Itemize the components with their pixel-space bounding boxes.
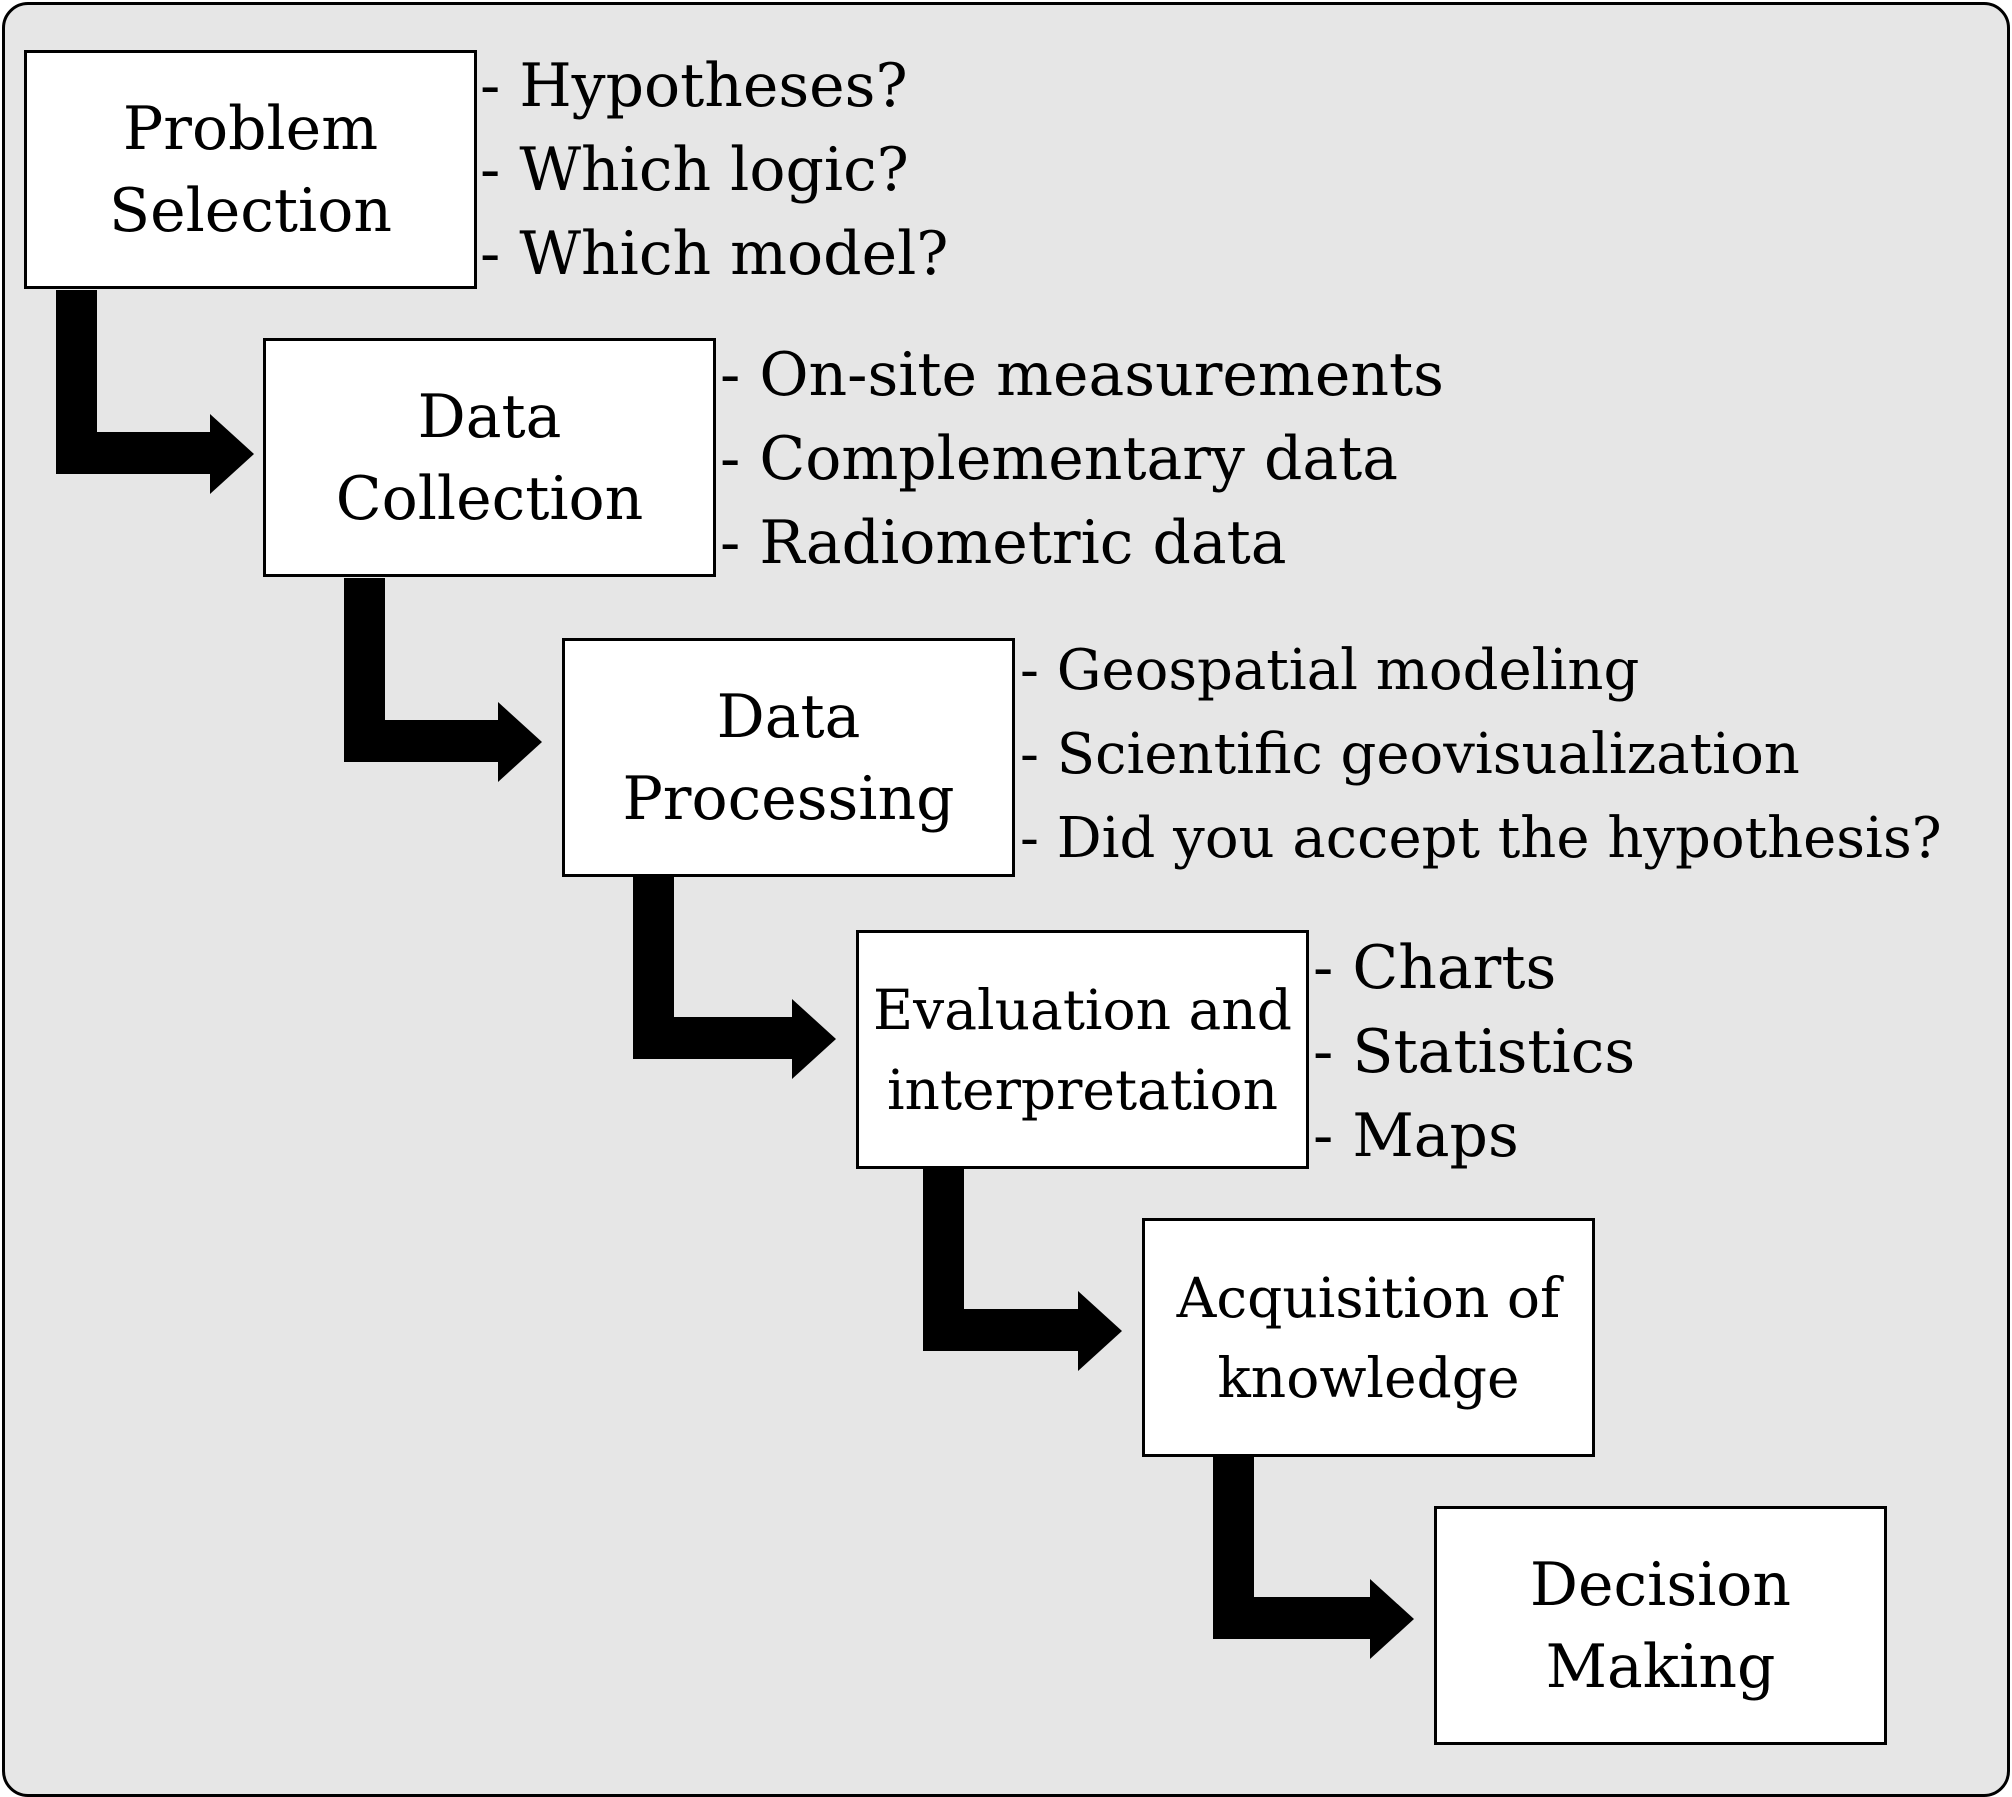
notes-data-processing: - Geospatial modeling - Scientific geovi… — [1020, 629, 1942, 881]
step-title-line: Decision — [1529, 1549, 1792, 1620]
note-item: - Which logic? — [480, 135, 909, 205]
arrow-acquisition-to-decision — [1213, 1455, 1414, 1659]
arrow-collection-to-processing — [344, 578, 542, 782]
step-title-line: Acquisition of — [1176, 1265, 1561, 1330]
step-title-line: knowledge — [1217, 1345, 1520, 1410]
step-title-line: Evaluation and — [873, 977, 1292, 1042]
note-item: - Charts — [1313, 933, 1557, 1003]
step-title-line: Making — [1545, 1631, 1776, 1702]
note-item: - Statistics — [1313, 1017, 1636, 1087]
step-box-evaluation: Evaluation and interpretation — [856, 930, 1309, 1169]
step-title-line: Processing — [622, 763, 955, 834]
step-title-line: interpretation — [886, 1057, 1279, 1122]
note-item: - Which model? — [480, 219, 949, 289]
note-item: - Did you accept the hypothesis? — [1020, 806, 1942, 871]
step-title-line: Problem — [122, 93, 379, 164]
step-box-data-collection: Data Collection — [263, 338, 716, 577]
step-title-line: Selection — [109, 175, 392, 246]
step-title-line: Data — [716, 681, 861, 752]
arrow-problem-to-collection — [56, 290, 254, 494]
note-item: - Radiometric data — [720, 508, 1287, 578]
step-title-line: Data — [417, 381, 562, 452]
notes-data-collection: - On-site measurements - Complementary d… — [720, 333, 1444, 585]
note-item: - Complementary data — [720, 424, 1399, 494]
note-item: - Scientific geovisualization — [1020, 722, 1800, 787]
step-box-problem-selection: Problem Selection — [24, 50, 477, 289]
note-item: - Maps — [1313, 1101, 1519, 1171]
notes-evaluation: - Charts - Statistics - Maps — [1313, 926, 1635, 1178]
step-box-acquisition: Acquisition of knowledge — [1142, 1218, 1595, 1457]
note-item: - Hypotheses? — [480, 51, 908, 121]
step-title-line: Collection — [335, 463, 644, 534]
note-item: - Geospatial modeling — [1020, 638, 1640, 703]
notes-problem-selection: - Hypotheses? - Which logic? - Which mod… — [480, 44, 948, 296]
step-box-data-processing: Data Processing — [562, 638, 1015, 877]
arrow-evaluation-to-acquisition — [923, 1167, 1122, 1371]
step-box-decision-making: Decision Making — [1434, 1506, 1887, 1745]
arrow-processing-to-evaluation — [633, 875, 836, 1079]
note-item: - On-site measurements — [720, 340, 1444, 410]
